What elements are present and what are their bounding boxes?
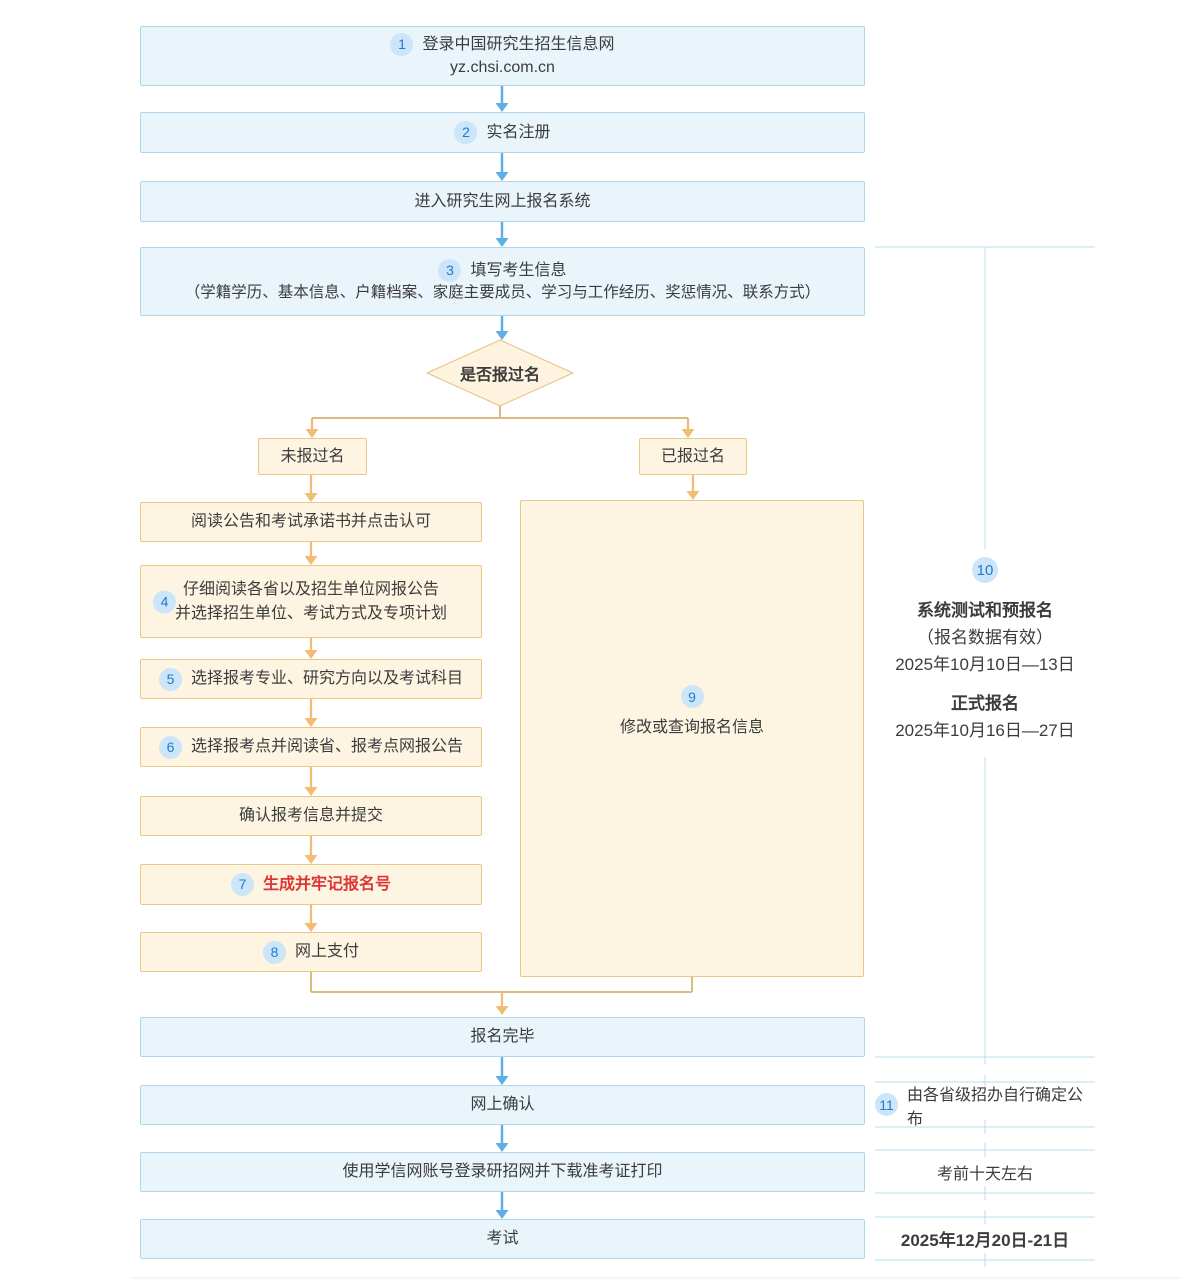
arrow-head bbox=[304, 556, 318, 565]
step-8-badge: 8 bbox=[262, 940, 286, 964]
annotation-exam-date-label: 2025年12月20日-21日 bbox=[900, 1231, 1070, 1250]
arrow-head bbox=[495, 1076, 509, 1085]
branch-no-box: 未报过名 bbox=[258, 438, 367, 475]
step-4-line2: 并选择招生单位、考试方式及专项计划 bbox=[174, 604, 447, 622]
step-1-url: yz.chsi.com.cn bbox=[450, 59, 555, 76]
arrow-head bbox=[305, 429, 319, 438]
online-confirm-box: 网上确认 bbox=[140, 1085, 865, 1125]
step-3-box: 3 填写考生信息 （学籍学历、基本信息、户籍档案、家庭主要成员、学习与工作经历、… bbox=[140, 247, 865, 316]
step-3-title-row: 3 填写考生信息 bbox=[438, 258, 567, 282]
exam-box: 考试 bbox=[140, 1219, 865, 1259]
arrow-head bbox=[495, 103, 509, 112]
arrow-head bbox=[495, 1006, 509, 1015]
arrow-head bbox=[681, 429, 695, 438]
annotation-exam-10days: 考前十天左右 bbox=[875, 1150, 1095, 1193]
enter-system-box: 进入研究生网上报名系统 bbox=[140, 181, 865, 222]
step-4-line1: 仔细阅读各省以及招生单位网报公告 bbox=[182, 581, 439, 599]
annotation-11-label: 由各省级招办自行确定公布 bbox=[907, 1086, 1084, 1128]
step-9-label: 修改或查询报名信息 bbox=[619, 719, 764, 737]
enter-system-label: 进入研究生网上报名系统 bbox=[414, 192, 591, 210]
step-6-label: 选择报考点并阅读省、报考点网报公告 bbox=[190, 738, 463, 756]
decision-label: 是否报过名 bbox=[459, 367, 540, 384]
annotation-exam-10days-label: 考前十天左右 bbox=[936, 1165, 1033, 1183]
step-5-label: 选择报考专业、研究方向以及考试科目 bbox=[190, 670, 463, 688]
step-4-box: 4 仔细阅读各省以及招生单位网报公告 并选择招生单位、考试方式及专项计划 bbox=[140, 565, 482, 638]
arrow-head bbox=[304, 718, 318, 727]
download-print-box: 使用学信网账号登录研招网并下载准考证打印 bbox=[140, 1152, 865, 1192]
annotation-10: 10 系统测试和预报名 （报名数据有效） 2025年10月10日—13日 正式报… bbox=[835, 557, 1135, 744]
step-2-label: 实名注册 bbox=[486, 123, 551, 141]
step-2-badge: 2 bbox=[454, 121, 478, 144]
step-1-title: 登录中国研究生招生信息网 bbox=[422, 35, 615, 53]
step-1-box: 1 登录中国研究生招生信息网 yz.chsi.com.cn bbox=[140, 26, 865, 86]
annotation-11: 11 由各省级招办自行确定公布 bbox=[875, 1082, 1095, 1128]
arrow-head bbox=[495, 238, 509, 247]
arrow-head bbox=[304, 855, 318, 864]
arrow-head bbox=[495, 1143, 509, 1152]
annotation-exam-date: 2025年12月20日-21日 bbox=[875, 1217, 1095, 1260]
step-3-detail: （学籍学历、基本信息、户籍档案、家庭主要成员、学习与工作经历、奖惩情况、联系方式… bbox=[184, 283, 821, 301]
annotation-10-sub1: （报名数据有效） bbox=[917, 628, 1053, 647]
annotation-10-badge: 10 bbox=[972, 557, 998, 583]
arrow-head bbox=[495, 172, 509, 181]
step-8-box: 8 网上支付 bbox=[140, 932, 482, 972]
read-notice-label: 阅读公告和考试承诺书并点击认可 bbox=[190, 513, 431, 531]
branch-yes-box: 已报过名 bbox=[639, 438, 747, 475]
annotation-10-date2: 2025年10月16日—27日 bbox=[895, 721, 1075, 740]
branch-yes-label: 已报过名 bbox=[660, 447, 725, 465]
step-9-badge: 9 bbox=[680, 685, 704, 709]
annotation-11-badge: 11 bbox=[875, 1093, 898, 1116]
finish-label: 报名完毕 bbox=[470, 1028, 535, 1046]
step-6-badge: 6 bbox=[158, 735, 182, 759]
annotation-10-title1: 系统测试和预报名 bbox=[917, 601, 1053, 620]
arrow-head bbox=[304, 650, 318, 659]
step-2-box: 2 实名注册 bbox=[140, 112, 865, 153]
confirm-submit-box: 确认报考信息并提交 bbox=[140, 796, 482, 836]
online-confirm-label: 网上确认 bbox=[470, 1096, 535, 1114]
read-notice-box: 阅读公告和考试承诺书并点击认可 bbox=[140, 502, 482, 542]
step-7-label: 生成并牢记报名号 bbox=[262, 875, 391, 893]
annotation-10-title2: 正式报名 bbox=[951, 694, 1019, 713]
step-9-box: 9 修改或查询报名信息 bbox=[520, 500, 864, 977]
exam-label: 考试 bbox=[486, 1230, 519, 1248]
arrow-head bbox=[304, 787, 318, 796]
step-3-title: 填写考生信息 bbox=[470, 261, 567, 279]
arrow-head bbox=[686, 491, 700, 500]
step-5-box: 5 选择报考专业、研究方向以及考试科目 bbox=[140, 659, 482, 699]
step-7-badge: 7 bbox=[230, 873, 254, 896]
step-1-title-row: 1 登录中国研究生招生信息网 bbox=[390, 32, 615, 56]
step-1-badge: 1 bbox=[390, 32, 414, 56]
download-print-label: 使用学信网账号登录研招网并下载准考证打印 bbox=[342, 1163, 663, 1181]
arrow-head bbox=[304, 923, 318, 932]
confirm-submit-label: 确认报考信息并提交 bbox=[238, 807, 383, 825]
step-8-label: 网上支付 bbox=[294, 943, 359, 961]
step-3-badge: 3 bbox=[438, 258, 462, 282]
arrow-head bbox=[495, 1210, 509, 1219]
annotation-10-date1: 2025年10月10日—13日 bbox=[895, 655, 1075, 674]
finish-box: 报名完毕 bbox=[140, 1017, 865, 1057]
step-5-badge: 5 bbox=[158, 667, 182, 691]
arrow-head bbox=[495, 331, 509, 340]
step-7-box: 7 生成并牢记报名号 bbox=[140, 864, 482, 905]
arrow-head bbox=[304, 493, 318, 502]
branch-no-label: 未报过名 bbox=[280, 447, 345, 465]
step-6-box: 6 选择报考点并阅读省、报考点网报公告 bbox=[140, 727, 482, 767]
step-4-badge: 4 bbox=[153, 590, 176, 613]
